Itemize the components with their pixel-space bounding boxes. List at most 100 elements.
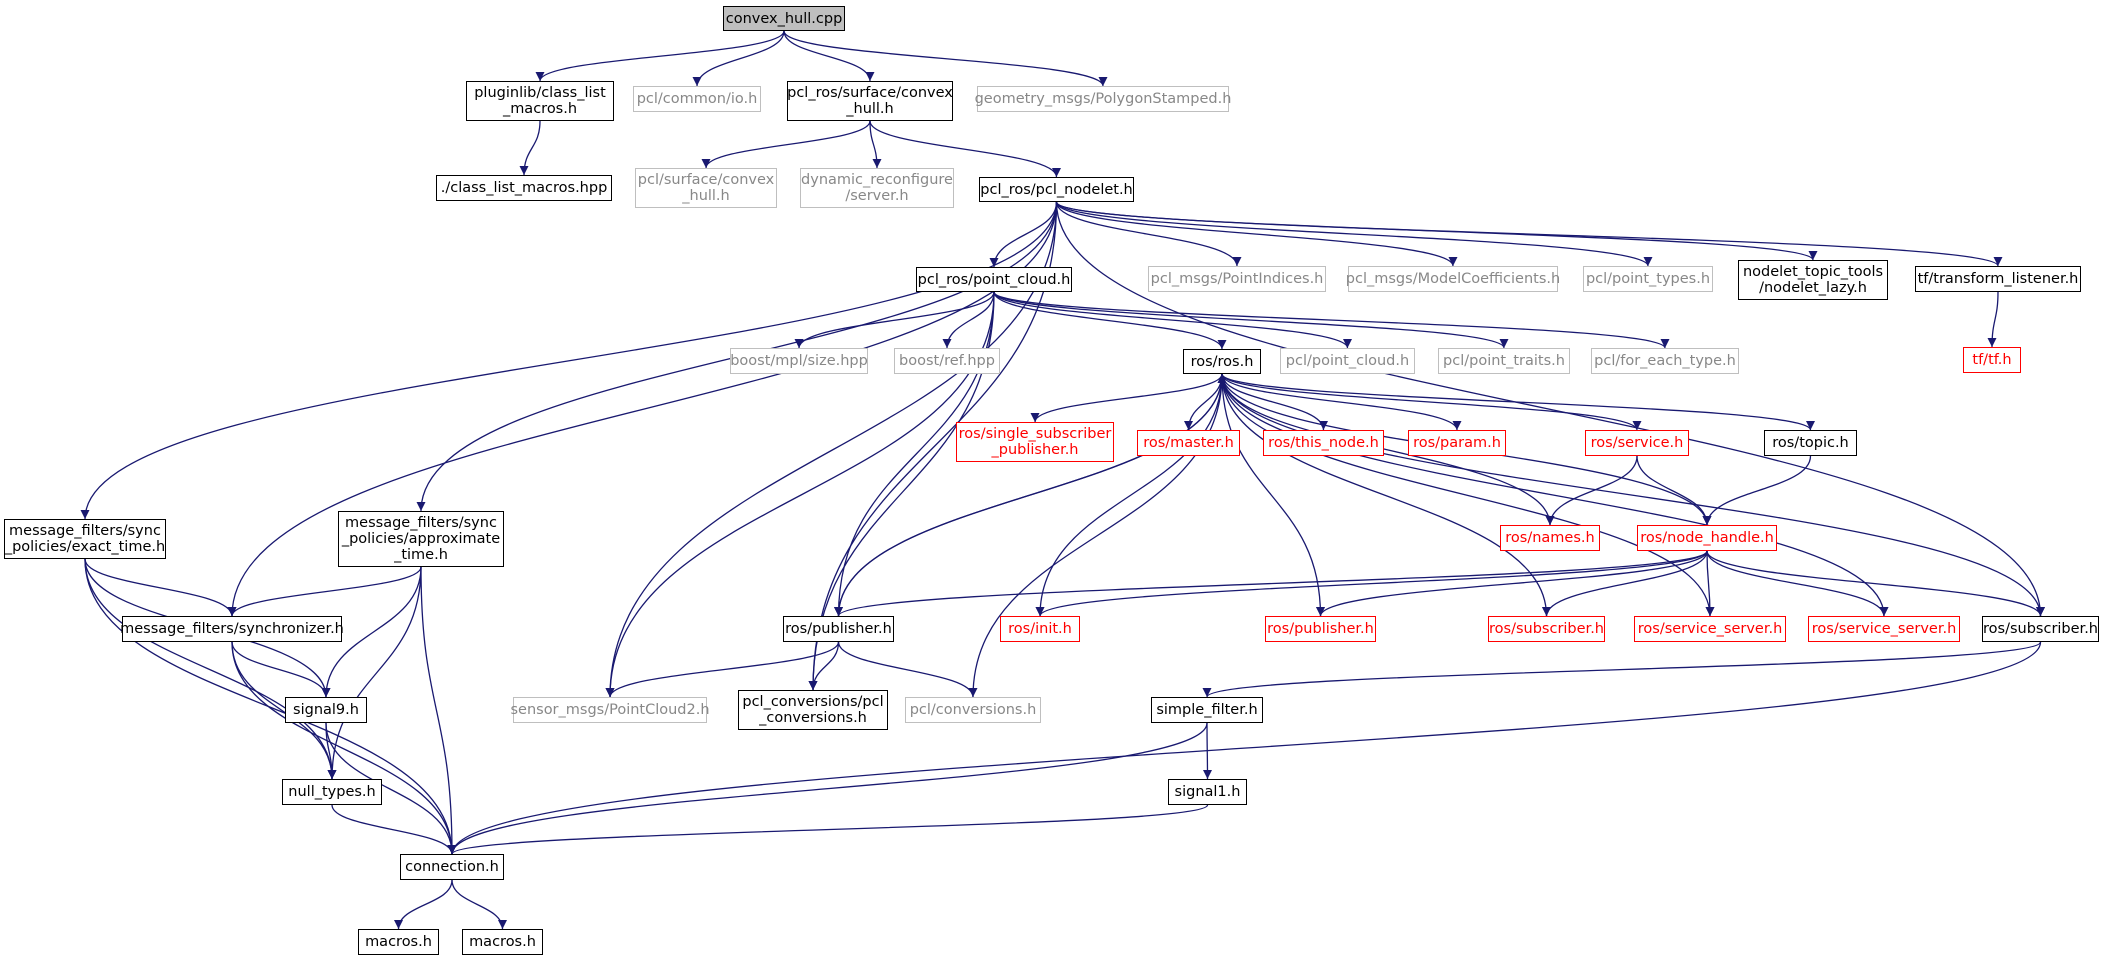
node-ros-master[interactable]: ros/master.h xyxy=(1137,430,1240,456)
node-ros-names[interactable]: ros/names.h xyxy=(1500,525,1600,551)
node-dynamic-reconfigure-server[interactable]: dynamic_reconfigure /server.h xyxy=(800,168,954,208)
dependency-edge xyxy=(605,641,840,698)
dependency-edge xyxy=(1221,373,1642,431)
dependency-edge xyxy=(1706,550,2045,617)
dependency-edge xyxy=(1221,373,1555,526)
dependency-edge xyxy=(394,879,453,930)
dependency-edge xyxy=(1221,373,1889,617)
dependency-edge xyxy=(1035,373,1223,617)
dependency-edge xyxy=(1316,550,1708,617)
node-pcl-ros-point-cloud[interactable]: pcl_ros/point_cloud.h xyxy=(916,267,1072,292)
dependency-edge xyxy=(1035,550,1708,617)
node-ros-service-server-b[interactable]: ros/service_server.h xyxy=(1808,616,1960,642)
node-ros-init[interactable]: ros/init.h xyxy=(1000,616,1080,642)
dependency-edge xyxy=(1055,201,2045,617)
dependency-edge xyxy=(447,804,1209,855)
node-pcl-conversions[interactable]: pcl/conversions.h xyxy=(905,697,1041,723)
dependency-edge xyxy=(451,879,507,930)
node-pcl-msgs-pointindices[interactable]: pcl_msgs/PointIndices.h xyxy=(1148,266,1326,292)
node-ros-param[interactable]: ros/param.h xyxy=(1408,430,1506,456)
dependency-edge xyxy=(447,722,1208,855)
node-geometry-msgs-polygonstamped[interactable]: geometry_msgs/PolygonStamped.h xyxy=(975,86,1231,112)
dependency-edge xyxy=(1202,641,2042,698)
dependency-edge xyxy=(1702,455,1812,526)
node-mf-synchronizer[interactable]: message_filters/synchronizer.h xyxy=(120,616,344,642)
node-boost-ref[interactable]: boost/ref.hpp xyxy=(894,348,1000,374)
dependency-edge xyxy=(420,566,457,855)
dependency-edge xyxy=(1542,550,1708,617)
dependency-edge xyxy=(993,291,1509,349)
dependency-edge xyxy=(231,641,331,698)
node-nodelet-topic-tools-nodelet-lazy[interactable]: nodelet_topic_tools /nodelet_lazy.h xyxy=(1738,260,1888,300)
node-pcl-for-each-type[interactable]: pcl/for_each_type.h xyxy=(1591,348,1739,374)
dependency-edge xyxy=(808,641,840,691)
node-macros-a[interactable]: macros.h xyxy=(358,929,439,955)
node-pcl-point-traits[interactable]: pcl/point_traits.h xyxy=(1438,348,1570,374)
node-ros-publisher-trunc[interactable]: ros/publisher.h xyxy=(1265,616,1376,642)
dependency-edge xyxy=(993,291,1227,350)
node-pcl-msgs-modelcoefficients[interactable]: pcl_msgs/ModelCoefficients.h xyxy=(1346,266,1560,292)
dependency-edge xyxy=(1706,550,1889,617)
node-ros-subscriber-trunc[interactable]: ros/subscriber.h xyxy=(1488,616,1605,642)
dependency-edge xyxy=(869,120,1061,178)
node-macros-b[interactable]: macros.h xyxy=(462,929,543,955)
node-simple-filter[interactable]: simple_filter.h xyxy=(1151,697,1263,723)
dependency-edge xyxy=(783,30,875,82)
node-pcl-ros-pcl-nodelet[interactable]: pcl_ros/pcl_nodelet.h xyxy=(979,177,1134,202)
node-ros-ros[interactable]: ros/ros.h xyxy=(1183,349,1261,374)
node-sensor-msgs-pointcloud2[interactable]: sensor_msgs/PointCloud2.h xyxy=(510,697,710,723)
node-ros-service-server-a[interactable]: ros/service_server.h xyxy=(1634,616,1786,642)
node-ros-service[interactable]: ros/service.h xyxy=(1585,430,1689,456)
dependency-edge xyxy=(1055,201,1653,267)
node-signal9[interactable]: signal9.h xyxy=(285,697,367,723)
dependency-edge xyxy=(1221,373,2045,617)
dependency-edge xyxy=(605,201,1058,698)
dependency-edge xyxy=(80,201,1058,520)
node-pcl-point-cloud[interactable]: pcl/point_cloud.h xyxy=(1280,348,1415,374)
node-pcl-ros-surface-convex-hull[interactable]: pcl_ros/surface/convex _hull.h xyxy=(787,81,953,121)
dependency-edge xyxy=(321,566,422,698)
node-pcl-point-types[interactable]: pcl/point_types.h xyxy=(1583,266,1713,292)
dependency-edge xyxy=(519,120,541,176)
dependency-edge xyxy=(869,120,882,169)
node-boost-mpl-size[interactable]: boost/mpl/size.hpp xyxy=(730,348,868,374)
node-ros-node-handle[interactable]: ros/node_handle.h xyxy=(1637,525,1777,551)
node-convex-hull-cpp[interactable]: convex_hull.cpp xyxy=(723,6,845,31)
dependency-edge xyxy=(1030,373,1223,423)
node-ros-publisher-local[interactable]: ros/publisher.h xyxy=(783,616,894,642)
dependency-edge xyxy=(989,201,1058,268)
node-mf-exact-time[interactable]: message_filters/sync _policies/exact_tim… xyxy=(4,519,166,559)
dependency-edge xyxy=(1221,373,1462,431)
dependency-edge xyxy=(227,566,422,617)
dependency-edge xyxy=(834,550,1708,617)
node-pcl-conversions-pcl-conversions[interactable]: pcl_conversions/pcl _conversions.h xyxy=(738,690,888,730)
node-mf-approximate-time[interactable]: message_filters/sync _policies/approxima… xyxy=(338,511,504,567)
dependency-edge xyxy=(1221,373,1325,617)
dependency-edge xyxy=(1636,455,1712,526)
dependency-edge xyxy=(231,641,457,855)
dependency-edge xyxy=(1055,201,1458,267)
node-pcl-surface-convex-hull[interactable]: pcl/surface/convex _hull.h xyxy=(635,168,777,208)
node-tf-transform-listener[interactable]: tf/transform_listener.h xyxy=(1915,266,2081,292)
dependency-edge xyxy=(701,120,871,169)
dependency-edge xyxy=(84,558,337,780)
node-class-list-macros-hpp[interactable]: ./class_list_macros.hpp xyxy=(436,175,612,201)
dependency-edge xyxy=(1705,550,1715,617)
node-pluginlib-class-list-macros[interactable]: pluginlib/class_list _macros.h xyxy=(466,81,614,121)
dependency-edge xyxy=(808,201,1058,691)
node-null-types[interactable]: null_types.h xyxy=(282,779,382,805)
node-connection[interactable]: connection.h xyxy=(400,854,504,880)
dependency-edge xyxy=(1545,455,1638,526)
node-ros-this-node[interactable]: ros/this_node.h xyxy=(1263,430,1384,456)
node-ros-subscriber-local[interactable]: ros/subscriber.h xyxy=(1982,616,2099,642)
dependency-edge xyxy=(837,373,1227,617)
node-pcl-common-io[interactable]: pcl/common/io.h xyxy=(633,86,761,112)
node-ros-single-subscriber-publisher[interactable]: ros/single_subscriber _publisher.h xyxy=(956,422,1114,462)
dependency-edge xyxy=(837,641,978,698)
node-tf-tf[interactable]: tf/tf.h xyxy=(1963,347,2021,373)
dependency-edge xyxy=(325,722,457,855)
node-signal1[interactable]: signal1.h xyxy=(1168,779,1247,805)
node-ros-topic[interactable]: ros/topic.h xyxy=(1764,430,1857,456)
